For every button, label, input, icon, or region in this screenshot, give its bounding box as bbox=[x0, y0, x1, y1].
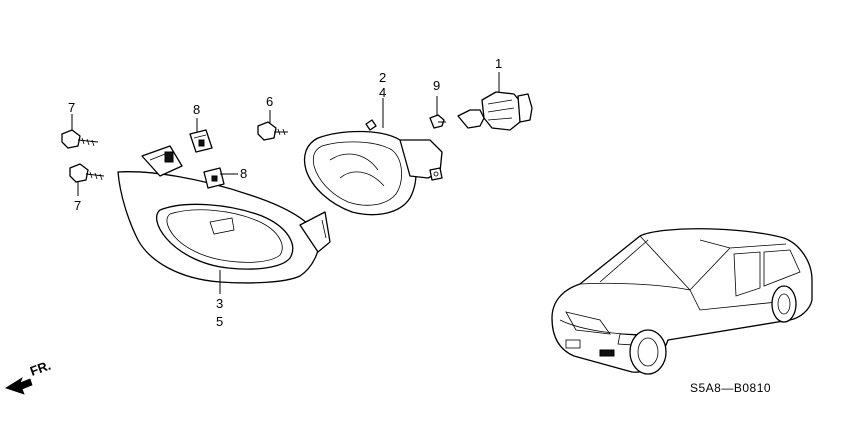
clip-lower[interactable] bbox=[203, 167, 225, 189]
callouts: 1 2 4 9 6 8 8 7 7 3 5 bbox=[68, 56, 502, 329]
fog-light-bezel[interactable] bbox=[117, 145, 331, 284]
callout-9: 9 bbox=[433, 78, 440, 93]
callout-5: 5 bbox=[216, 314, 223, 329]
callout-1: 1 bbox=[495, 56, 502, 71]
callout-3: 3 bbox=[216, 296, 223, 311]
front-indicator: FR. bbox=[5, 358, 53, 395]
clip-upper[interactable] bbox=[189, 129, 213, 153]
screw-lower[interactable] bbox=[69, 163, 105, 183]
fog-light-unit[interactable] bbox=[303, 119, 443, 216]
bulb[interactable] bbox=[457, 91, 533, 131]
drawing-code: S5A8—B0810 bbox=[690, 381, 771, 395]
front-label: FR. bbox=[28, 358, 53, 379]
callout-8-upper: 8 bbox=[193, 102, 200, 117]
callout-2: 2 bbox=[379, 70, 386, 85]
front-arrow-icon bbox=[5, 377, 33, 395]
callout-8-lower: 8 bbox=[240, 166, 247, 181]
leader-lines bbox=[71, 72, 500, 294]
callout-6: 6 bbox=[266, 94, 273, 109]
callout-7-lower: 7 bbox=[74, 198, 81, 213]
screw-upper[interactable] bbox=[61, 129, 99, 149]
car-illustration bbox=[551, 228, 813, 375]
callout-4: 4 bbox=[379, 85, 386, 100]
bolt[interactable] bbox=[257, 121, 288, 141]
small-screw[interactable] bbox=[429, 114, 446, 129]
callout-7-upper: 7 bbox=[68, 100, 75, 115]
